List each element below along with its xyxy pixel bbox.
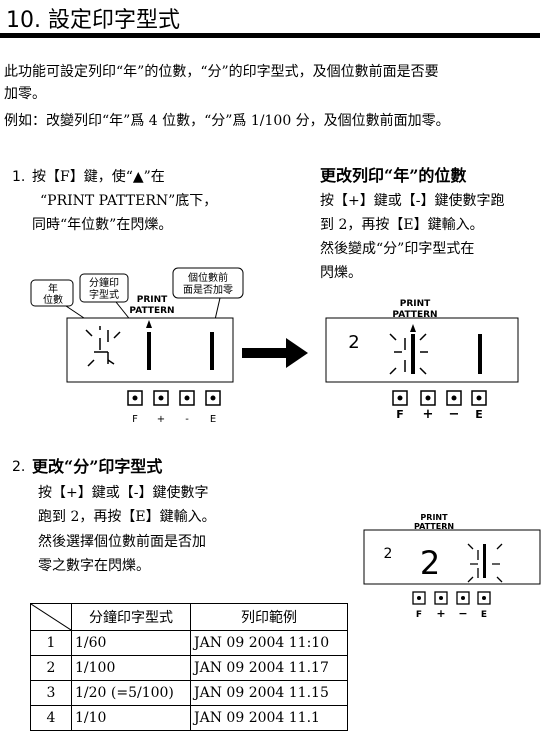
step2-line-2: 跑到 2，再按【E】鍵輸入。 xyxy=(38,509,216,525)
button-label-plus: + xyxy=(157,414,165,425)
table-cell-example: JAN 09 2004 11.1 xyxy=(190,705,348,731)
button3-label-f: F xyxy=(416,610,422,620)
print-label-3: PRINT xyxy=(420,513,448,522)
pattern-label-2: PATTERN xyxy=(392,310,437,320)
right-heading: 更改列印“年”的位數 xyxy=(320,166,467,185)
step2-number: 2. xyxy=(12,459,26,475)
year-digit-3: 2 xyxy=(384,546,393,562)
step1-line-1: 按【F】鍵，使“▲”在 xyxy=(32,169,165,185)
button2-label-f: F xyxy=(396,408,404,421)
table-cell-index: 3 xyxy=(30,680,72,706)
blink-year-segment xyxy=(85,326,121,367)
button2-label-minus: − xyxy=(449,407,460,422)
print-label-1: PRINT xyxy=(137,295,168,305)
right-line-4: 閃爍。 xyxy=(320,265,362,281)
minute-segment-2 xyxy=(411,334,415,374)
lcd-display-2 xyxy=(325,317,519,383)
table-cell-index: 1 xyxy=(30,630,72,656)
step1-line-2: “PRINT PATTERN”底下， xyxy=(40,193,218,209)
print-pattern-table: 分鐘印字型式 列印範例 1 1/60 JAN 09 2004 11:10 2 1… xyxy=(30,603,348,731)
pattern-arrow xyxy=(146,320,152,328)
table-header-row: 分鐘印字型式 列印範例 xyxy=(30,603,348,631)
diagram-2: PRINT PATTERN 2 F + − E xyxy=(325,299,519,422)
table-cell-example: JAN 09 2004 11:10 xyxy=(190,630,348,656)
zero-segment-2 xyxy=(478,334,482,374)
table-cell-pattern: 1/60 xyxy=(71,630,191,656)
callout-zero-line-2: 面是否加零 xyxy=(183,284,233,296)
table-cell-example: JAN 09 2004 11.17 xyxy=(190,655,348,681)
intro-line-1: 此功能可設定列印“年”的位數，“分”的印字型式，及個位數前面是否要 xyxy=(4,64,439,80)
table-corner-cell xyxy=(30,603,72,631)
button-row-1 xyxy=(127,390,221,406)
next-arrow-icon xyxy=(242,338,308,368)
button-label-f: F xyxy=(132,414,138,425)
table-cell-example: JAN 09 2004 11.15 xyxy=(190,680,348,706)
step2-line-1: 按【+】鍵或【-】鍵使數字 xyxy=(38,485,209,501)
callout-year-line-1: 年 xyxy=(48,282,58,295)
intro-line-2: 加零。 xyxy=(4,86,46,102)
table-row: 1 1/60 JAN 09 2004 11:10 xyxy=(30,630,348,656)
button3-label-e: E xyxy=(481,610,487,620)
intro-line-3: 例如：改變列印“年”爲 4 位數，“分”爲 1/100 分，及個位數前面加零。 xyxy=(4,113,450,129)
step2-line-3: 然後選擇個位數前面是否加 xyxy=(38,534,206,550)
lcd-display-3 xyxy=(363,529,541,585)
diagram-3: PRINT PATTERN 2 2 F + − E xyxy=(363,513,541,620)
table-row: 3 1/20 (=5/100) JAN 09 2004 11.15 xyxy=(30,680,348,706)
pattern-label-1: PATTERN xyxy=(129,306,174,316)
button2-label-e: E xyxy=(475,408,483,421)
blink-zero-segment xyxy=(467,543,503,583)
callout-zero: 個位數前 面是否加零 xyxy=(172,267,244,325)
button3-label-minus: − xyxy=(458,607,467,620)
step1-line-3: 同時“年位數”在閃爍。 xyxy=(32,217,173,233)
table-cell-pattern: 1/20 (=5/100) xyxy=(71,680,191,706)
callout-minute-line-2: 字型式 xyxy=(89,288,119,301)
minute-segment xyxy=(147,332,151,370)
table-cell-pattern: 1/10 xyxy=(71,705,191,731)
table-row: 2 1/100 JAN 09 2004 11.17 xyxy=(30,655,348,681)
button-row-3 xyxy=(412,591,491,605)
zero-segment-3 xyxy=(483,544,486,578)
title-rule xyxy=(0,33,540,38)
callout-year-line-2: 位數 xyxy=(43,293,63,306)
table-cell-index: 2 xyxy=(30,655,72,681)
right-line-1: 按【+】鍵或【-】鍵使數字跑 xyxy=(320,193,505,209)
button-row-2 xyxy=(392,390,487,406)
page-title: 10. 設定印字型式 xyxy=(6,8,180,33)
blink-minute-segment xyxy=(389,333,428,375)
year-digit-2: 2 xyxy=(348,332,359,353)
step1-number: 1. xyxy=(12,169,26,185)
pattern-label-3: PATTERN xyxy=(414,522,454,531)
right-line-3: 然後變成“分”印字型式在 xyxy=(320,241,475,257)
zero-segment xyxy=(210,332,214,370)
button-label-minus: - xyxy=(185,414,189,425)
step2-line-4: 零之數字在閃爍。 xyxy=(38,558,150,574)
step2-heading: 更改“分”印字型式 xyxy=(32,457,163,476)
table-cell-index: 4 xyxy=(30,705,72,731)
print-label-2: PRINT xyxy=(400,299,431,309)
table-header-example: 列印範例 xyxy=(190,603,348,631)
diagram-1: 年 位數 分鐘印 字型式 個位數前 面是否加零 PRINT PATTERN F … xyxy=(30,267,244,425)
table-row: 4 1/10 JAN 09 2004 11.1 xyxy=(30,705,348,731)
button-label-e: E xyxy=(210,414,216,425)
table-header-pattern: 分鐘印字型式 xyxy=(71,603,191,631)
table-cell-pattern: 1/100 xyxy=(71,655,191,681)
callout-zero-line-1: 個位數前 xyxy=(188,271,228,284)
button2-label-plus: + xyxy=(423,407,434,422)
right-line-2: 到 2，再按【E】鍵輸入。 xyxy=(320,217,484,233)
callout-minute-line-1: 分鐘印 xyxy=(89,276,119,289)
minute-digit-3: 2 xyxy=(420,544,440,582)
button3-label-plus: + xyxy=(436,607,445,620)
